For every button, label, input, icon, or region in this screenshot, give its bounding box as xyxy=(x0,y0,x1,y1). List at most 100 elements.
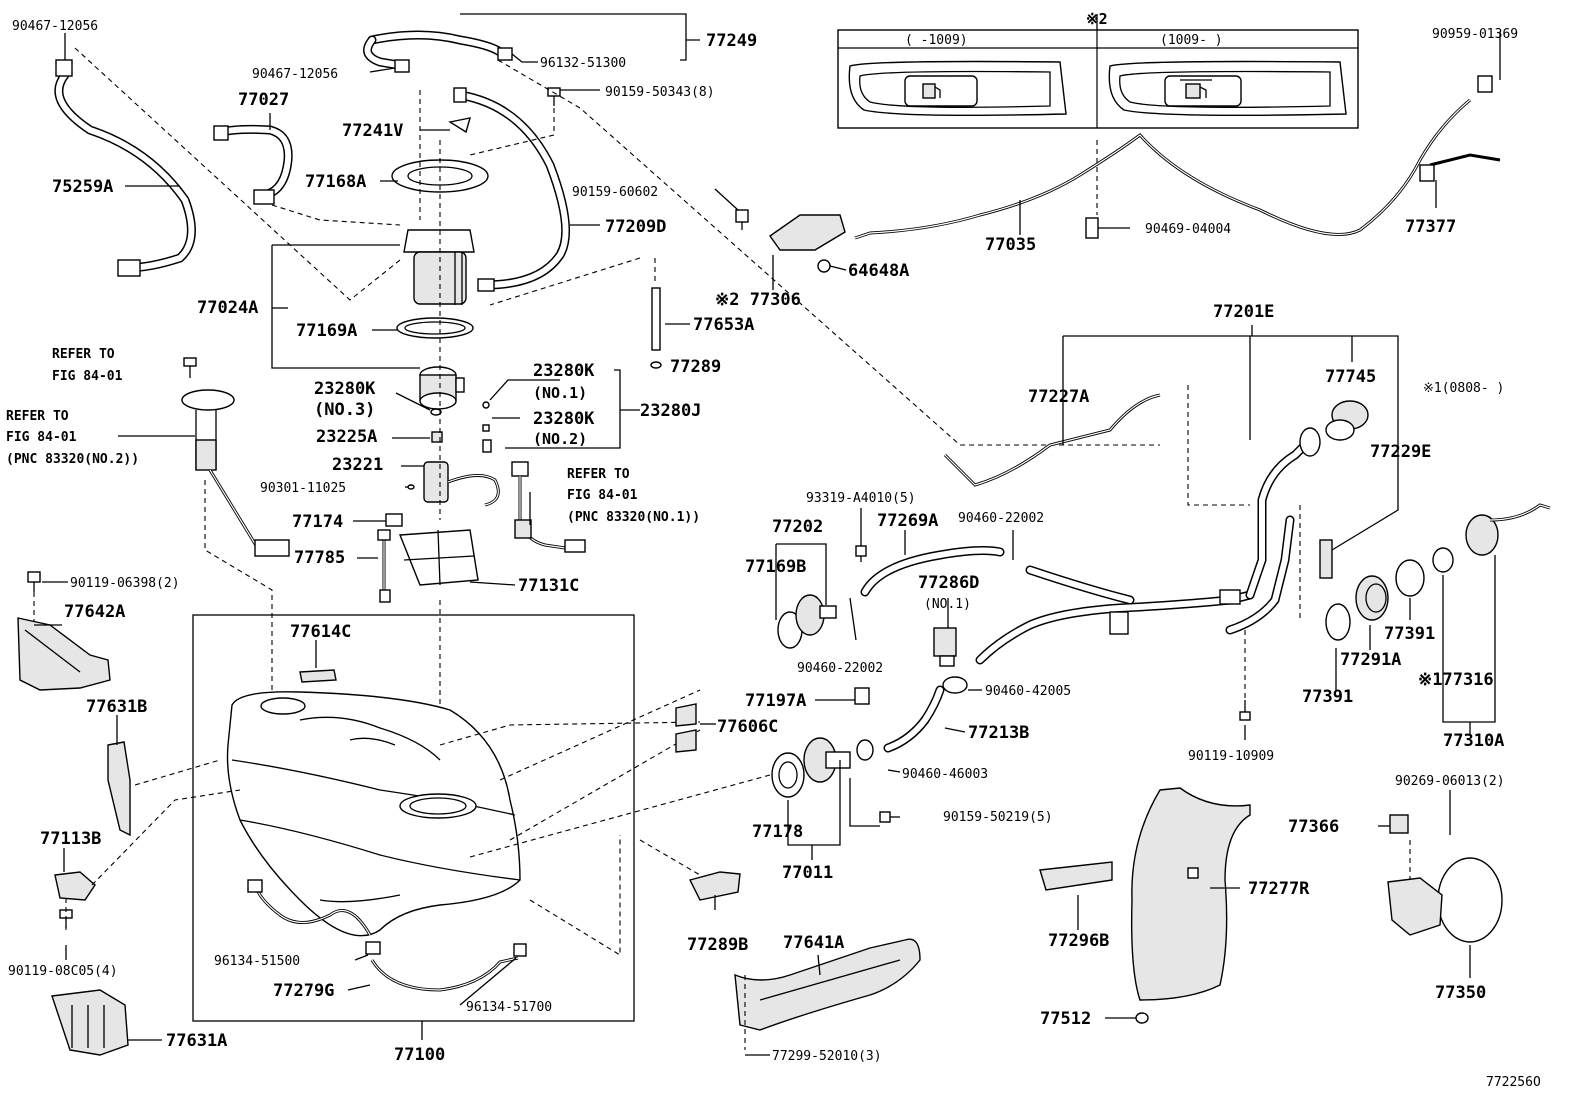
part-23280k-no2 xyxy=(482,424,492,453)
label-77197a: 77197A xyxy=(745,691,806,711)
label-77606c: 77606C xyxy=(717,717,778,737)
label-90469-04004: 90469-04004 xyxy=(1145,222,1231,237)
label-77291a: 77291A xyxy=(1340,650,1401,670)
label-90159-50219: 90159-50219(5) xyxy=(943,810,1053,825)
part-77391-a xyxy=(1325,603,1351,641)
label-77785: 77785 xyxy=(294,548,345,568)
part-77366 xyxy=(1389,814,1409,834)
part-77113b xyxy=(54,871,96,901)
part-64648a xyxy=(817,259,831,273)
part-77391-b xyxy=(1395,559,1425,597)
bolt xyxy=(27,571,41,592)
part-77100-fuel-tank xyxy=(226,691,521,937)
part-77350-fuel-door xyxy=(1387,857,1503,943)
label-refer-2c: (PNC 83320(NO.2)) xyxy=(6,452,139,467)
label-90119-08c05: 90119-08C05(4) xyxy=(8,964,118,979)
range-early: ( -1009) xyxy=(905,33,968,48)
label-77113b: 77113B xyxy=(40,829,101,849)
label-90460-42005: 90460-42005 xyxy=(985,684,1071,699)
part-77174-clip xyxy=(385,513,403,527)
label-77027: 77027 xyxy=(238,90,289,110)
label-77131c: 77131C xyxy=(518,576,579,596)
part-sender-no2 xyxy=(181,389,290,557)
part-sender-no1 xyxy=(511,461,586,553)
label-77277r: 77277R xyxy=(1248,879,1310,899)
part-77286d xyxy=(933,627,957,667)
label-90119-10909: 90119-10909 xyxy=(1188,749,1274,764)
label-23221: 23221 xyxy=(332,455,383,475)
label-23280k-no3-sub: (NO.3) xyxy=(314,400,375,420)
part-77631a xyxy=(51,989,129,1056)
bolt xyxy=(183,357,197,378)
fuel-door-button-late xyxy=(1164,75,1242,107)
label-77310a: 77310A xyxy=(1443,731,1504,751)
part-77202-sender xyxy=(795,594,837,636)
label-90269-06013: 90269-06013(2) xyxy=(1395,774,1505,789)
bolt xyxy=(1239,700,1251,721)
label-96134-51700: 96134-51700 xyxy=(466,1000,552,1015)
bolt xyxy=(735,209,749,230)
label-refer-2a: REFER TO xyxy=(6,409,69,424)
label-77169b: 77169B xyxy=(745,557,806,577)
part-77269a-hose xyxy=(860,546,1005,597)
part-77131c-bowl xyxy=(398,529,479,586)
label-77169a: 77169A xyxy=(296,321,357,341)
label-77299-52010: 77299-52010(3) xyxy=(772,1049,882,1064)
part-77512 xyxy=(1135,1012,1149,1024)
label-23225a: 23225A xyxy=(316,427,377,447)
part-77169a-gasket xyxy=(396,317,474,339)
label-90467-12056-b: 90467-12056 xyxy=(252,67,338,82)
label-77306: ※2 77306 xyxy=(715,290,801,310)
label-77642a: 77642A xyxy=(64,602,125,622)
label-77100: 77100 xyxy=(394,1045,445,1065)
label-93319-a4010: 93319-A4010(5) xyxy=(806,491,916,506)
label-90159-50343: 90159-50343(8) xyxy=(605,85,715,100)
part-23280k-no3 xyxy=(430,408,442,416)
part-77785-wire xyxy=(377,529,391,603)
label-96134-51500: 96134-51500 xyxy=(214,954,300,969)
label-96132-51300: 96132-51300 xyxy=(540,56,626,71)
part-77024a-pump-module xyxy=(403,229,475,305)
label-23280k-no2: 23280K xyxy=(533,409,595,429)
part-77178-gasket xyxy=(771,752,805,798)
part-77316 xyxy=(1432,547,1454,573)
label-77296b: 77296B xyxy=(1048,931,1109,951)
label-refer-1b: FIG 84-01 xyxy=(52,369,123,384)
label-77213b: 77213B xyxy=(968,723,1029,743)
label-90159-60602: 90159-60602 xyxy=(572,185,658,200)
figure-code: 77225​6O xyxy=(1486,1075,1541,1090)
part-23280k-no1 xyxy=(482,401,490,409)
label-77286d: 77286D xyxy=(918,573,979,593)
label-23280k-no1-sub: (NO.1) xyxy=(533,384,587,402)
label-77286d-no: (NO.1) xyxy=(924,597,971,612)
label-23280k-no2-sub: (NO.2) xyxy=(533,430,587,448)
label-77366: 77366 xyxy=(1288,817,1339,837)
label-77011: 77011 xyxy=(782,863,833,883)
part-77614c-pad xyxy=(299,669,337,683)
part-77227a xyxy=(943,393,1161,487)
hose-77249 xyxy=(363,30,513,73)
label-77201e: 77201E xyxy=(1213,302,1274,322)
part-filter xyxy=(419,366,465,410)
leader-lines xyxy=(34,13,1501,1056)
label-77653a: 77653A xyxy=(693,315,754,335)
part-23221-pump xyxy=(423,461,500,507)
label-refer-3c: (PNC 83320(NO.1)) xyxy=(567,510,700,525)
label-77178: 77178 xyxy=(752,822,803,842)
part-77289b xyxy=(688,871,741,901)
range-late: (1009- ) xyxy=(1160,33,1223,48)
hose-75259a xyxy=(54,59,196,277)
label-77289b: 77289B xyxy=(687,935,748,955)
part-77035-cable xyxy=(854,75,1501,240)
label-23280k-no1: 23280K xyxy=(533,361,595,381)
label-77202: 77202 xyxy=(772,517,823,537)
label-note-1: ※1(0808- ) xyxy=(1423,381,1504,396)
label-90460-22002-a: 90460-22002 xyxy=(958,511,1044,526)
part-77277r xyxy=(1130,787,1251,1001)
part-77642a xyxy=(17,617,111,691)
label-90460-22002-b: 90460-22002 xyxy=(797,661,883,676)
label-90467-12056-a: 90467-12056 xyxy=(12,19,98,34)
label-77614c: 77614C xyxy=(290,622,351,642)
label-90119-06398: 90119-06398(2) xyxy=(70,576,180,591)
